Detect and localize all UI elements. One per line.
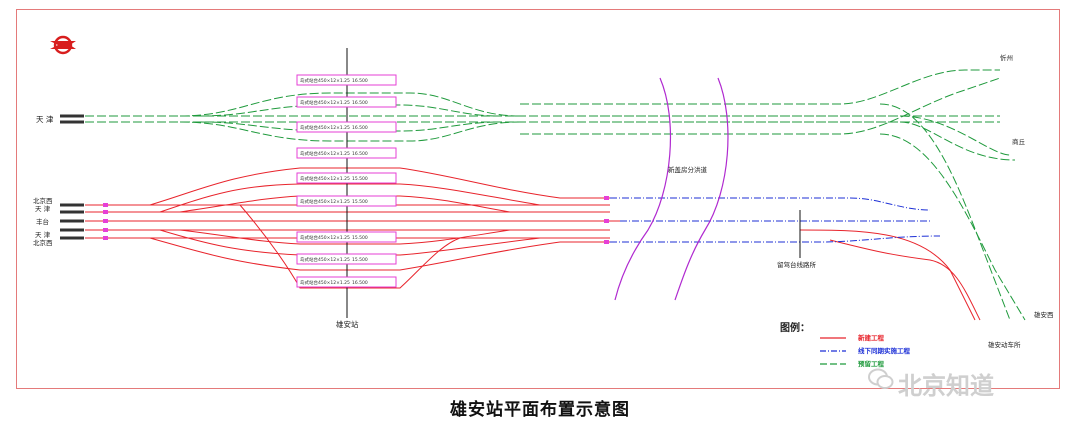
legend-label-reserved: 预留工程 [858, 359, 885, 368]
platform-value-0: 16.500 [352, 78, 368, 84]
platform-label-1: 岛式站台450×12×1.25 [300, 99, 350, 106]
east-label-1: 商丘 [1012, 137, 1026, 146]
platform-label-6: 岛式站台450×12×1.25 [300, 234, 350, 241]
platform-value-7: 15.500 [352, 257, 368, 263]
platform-label-0: 岛式站台450×12×1.25 [300, 77, 350, 84]
west-label-2: 天 津 [35, 205, 51, 213]
track-end-marker-7 [604, 240, 609, 244]
sync-tracks [610, 197, 941, 243]
reserved-tracks [85, 69, 1026, 321]
platform-2 [296, 121, 397, 133]
signal-block-6 [60, 236, 84, 240]
track-end-markers [60, 114, 609, 244]
west-label-5: 北京西 [33, 238, 53, 247]
east-label-0: 忻州 [1000, 53, 1013, 62]
gate-label: 留驾台线路所 [777, 260, 817, 269]
diagram-caption: 雄安站平面布置示意图 [450, 400, 630, 420]
platform-3 [296, 147, 397, 159]
depot-label: 雄安动车所 [988, 340, 1021, 349]
platform-label-8: 岛式站台450×12×1.25 [300, 279, 350, 286]
wechat-watermark-icon [868, 368, 894, 389]
platform-label-5: 岛式站台450×12×1.25 [300, 198, 350, 205]
signal-block-4 [60, 219, 84, 223]
signal-block-0 [60, 114, 84, 118]
signal-block-2 [60, 203, 84, 207]
platform-label-4: 岛式站台450×12×1.25 [300, 175, 350, 182]
watermark-text: 北京知道 [898, 372, 994, 400]
legend-label-new: 新建工程 [858, 333, 885, 342]
east-label-2: 雄安西 [1034, 310, 1054, 319]
legend-title: 图例： [780, 321, 810, 334]
platform-value-5: 15.500 [352, 199, 368, 205]
station-label: 雄安站 [336, 319, 359, 329]
platform-5 [296, 195, 397, 207]
platform-value-6: 15.500 [352, 235, 368, 241]
track-end-marker-0 [103, 203, 108, 207]
railway-logo-icon [50, 35, 76, 55]
platform-6 [296, 231, 397, 243]
platform-8 [296, 276, 397, 288]
track-end-marker-3 [103, 228, 108, 232]
west-label-4: 天 津 [35, 231, 51, 239]
signal-block-5 [60, 228, 84, 232]
track-end-marker-5 [604, 196, 609, 200]
platform-value-4: 15.500 [352, 176, 368, 182]
platform-value-1: 16.500 [352, 100, 368, 106]
track-end-marker-2 [103, 219, 108, 223]
drawing-frame [16, 9, 1060, 389]
platform-value-2: 16.500 [352, 125, 368, 131]
west-label-1: 北京西 [33, 196, 53, 205]
platform-4 [296, 172, 397, 184]
platform-label-7: 岛式站台450×12×1.25 [300, 256, 350, 263]
platform-value-8: 16.500 [352, 280, 368, 286]
new-tracks [85, 167, 981, 321]
signal-block-1 [60, 120, 84, 124]
west-label-3: 丰台 [36, 217, 49, 226]
legend-label-sync: 线下同期实施工程 [858, 346, 911, 355]
platform-1 [296, 96, 397, 108]
platform-value-3: 16.500 [352, 151, 368, 157]
platform-7 [296, 253, 397, 265]
track-end-marker-6 [604, 219, 609, 223]
platform-label-3: 岛式站台450×12×1.25 [300, 150, 350, 157]
flood-channel [614, 77, 729, 301]
legend: 图例： 新建工程 线下同期实施工程 预留工程 [780, 321, 911, 368]
platform-0 [296, 74, 397, 86]
platform-label-2: 岛式站台450×12×1.25 [300, 124, 350, 131]
signal-block-3 [60, 210, 84, 214]
track-end-marker-1 [103, 210, 108, 214]
west-label-0: 天 津 [36, 115, 54, 124]
channel-label: 新盖房分洪道 [668, 165, 708, 174]
track-end-marker-4 [103, 236, 108, 240]
